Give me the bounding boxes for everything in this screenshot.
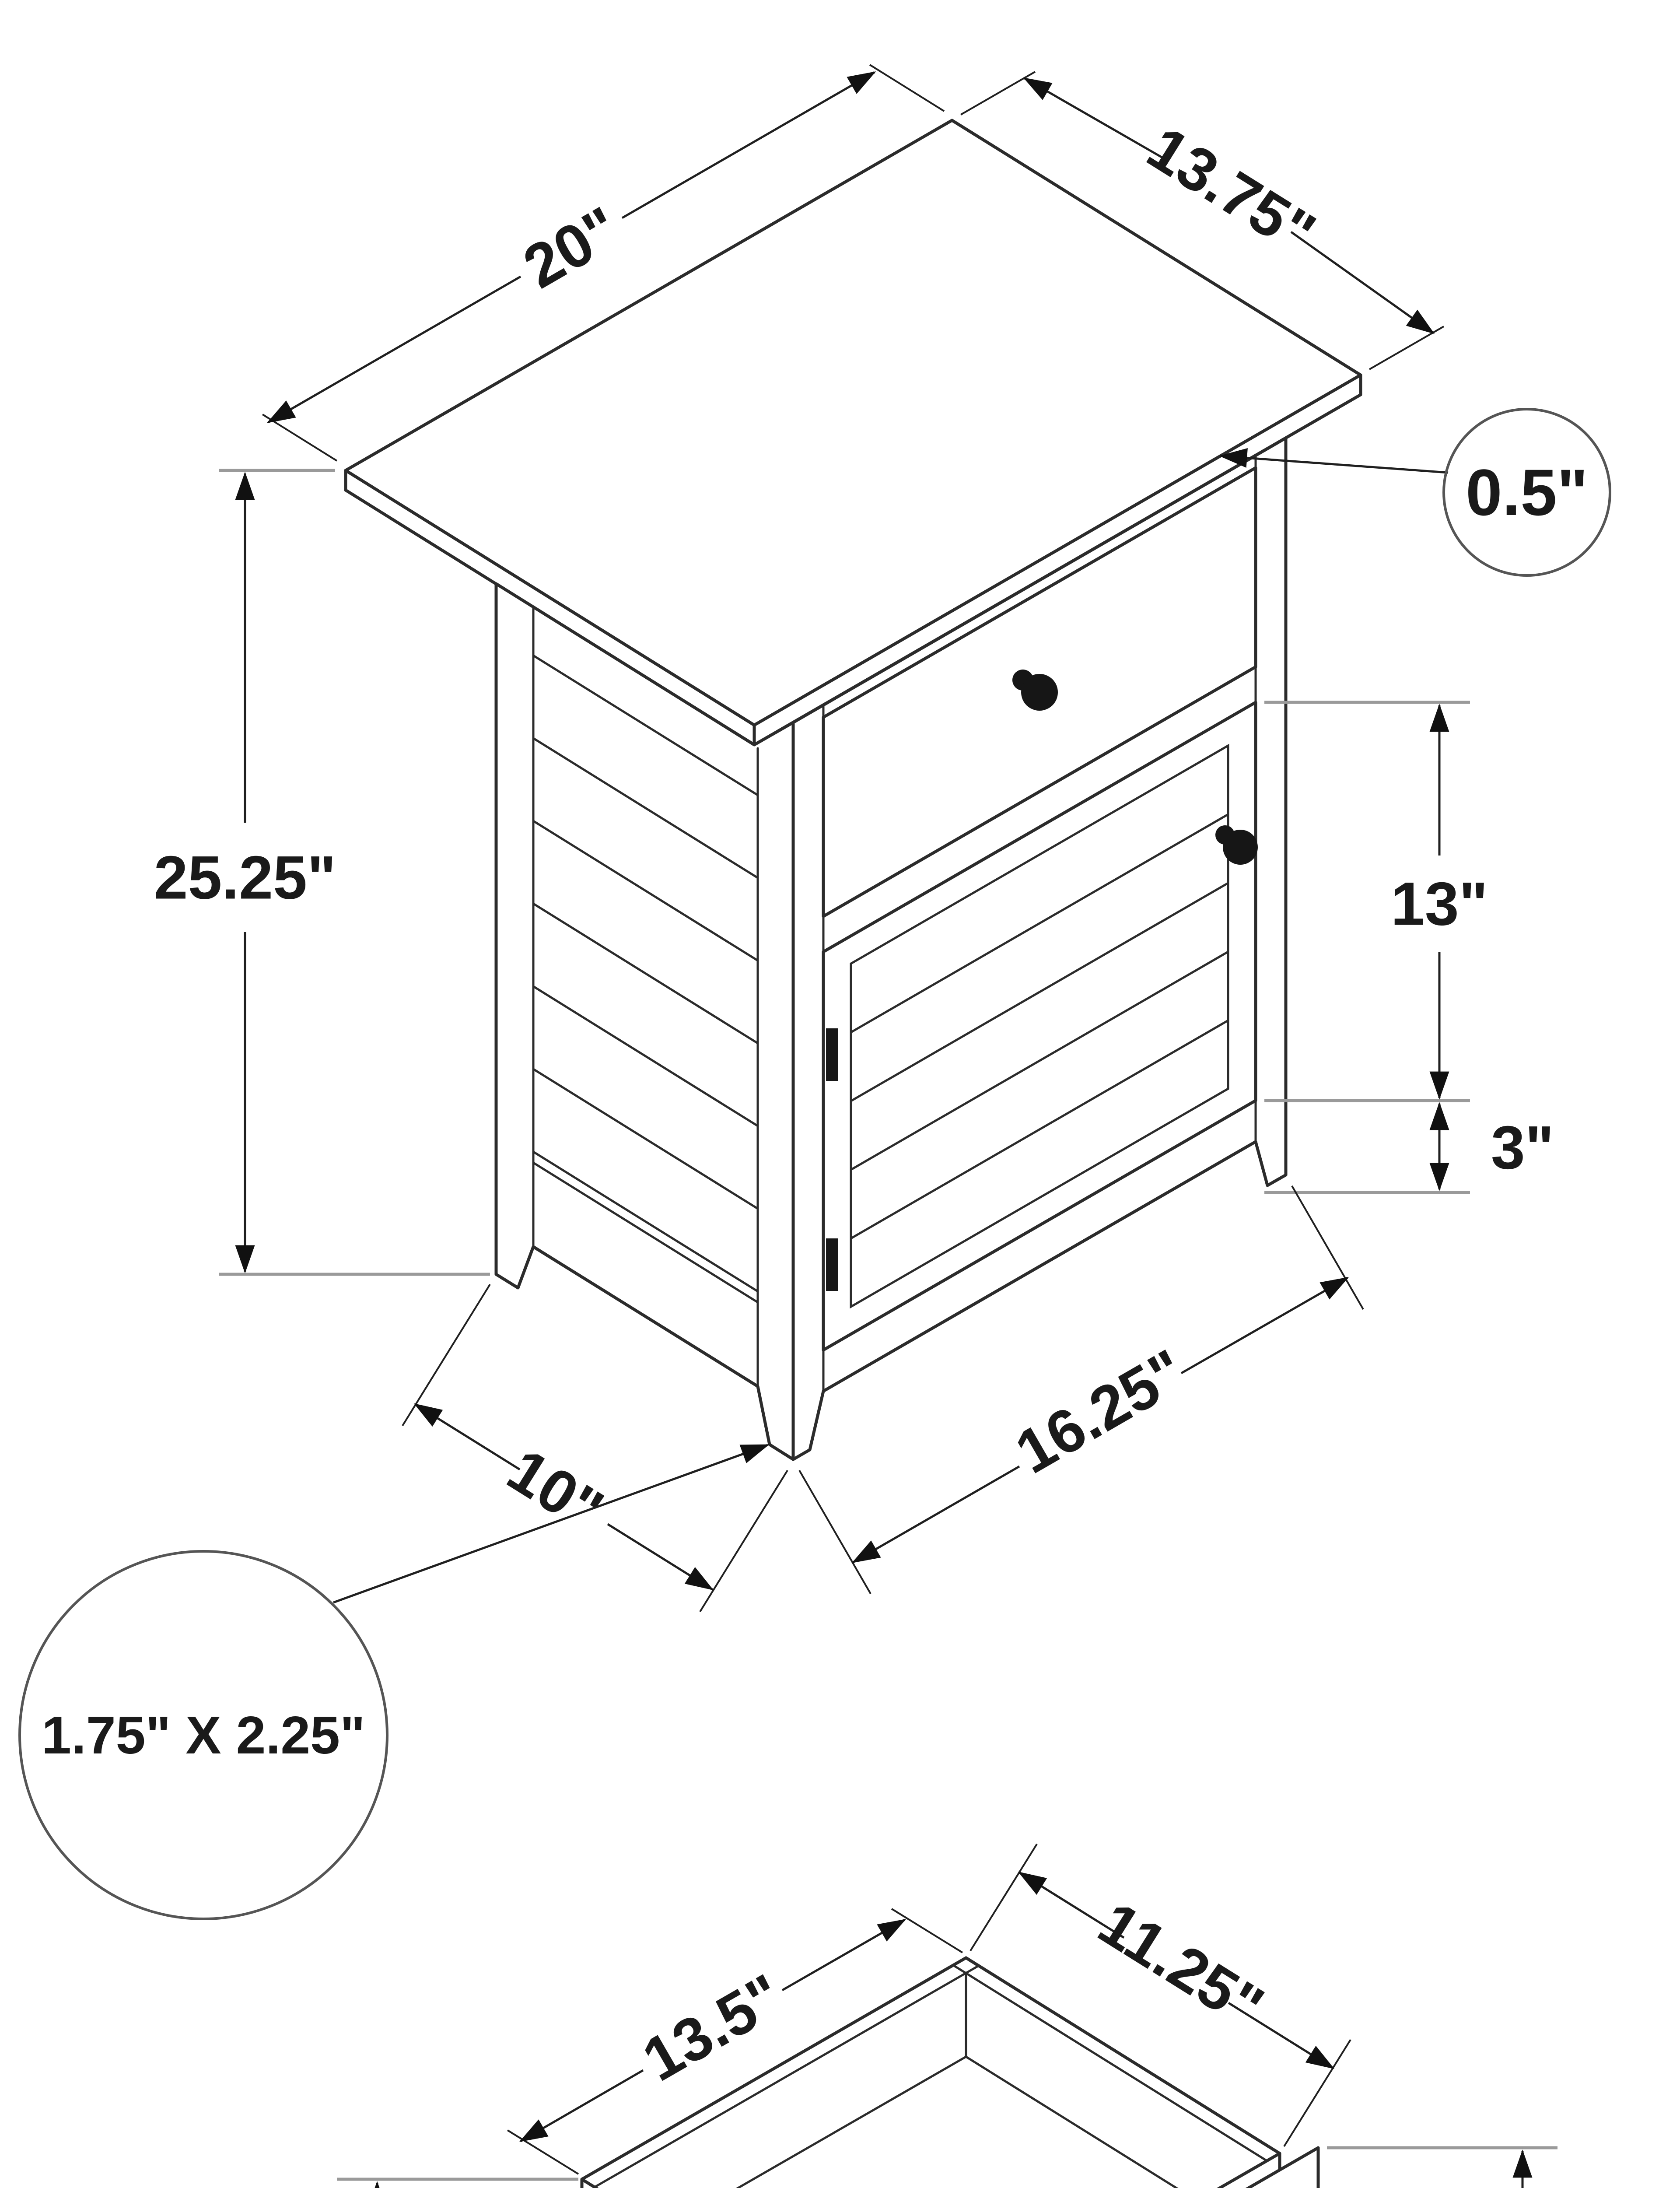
door-inner-frame (850, 743, 1229, 1309)
callout-top-thickness: 0.5" (1219, 408, 1611, 577)
door-slats (850, 813, 1229, 1240)
slat-line (532, 985, 759, 1127)
slat-line (532, 654, 759, 796)
extension-line (960, 71, 1036, 116)
dim-label-side-depth: 10" (496, 1435, 615, 1545)
dim-label-base-clearance: 3" (1491, 1113, 1554, 1182)
rim-front-edge (1216, 2152, 1281, 2188)
callout-leg-section: 1.75" X 2.25" (18, 1444, 770, 1920)
leader-line (1219, 448, 1449, 474)
extension-line (798, 1469, 872, 1595)
drawer-front-panel (1245, 2146, 1320, 2188)
slat-line (850, 950, 1229, 1171)
rim-back-edge (580, 1956, 968, 2181)
dim-label-drawer-inner-depth: 11.25" (1087, 1888, 1275, 2041)
inner-rim-right (952, 1964, 1268, 2162)
extension-line (507, 2129, 579, 2175)
hinge-icon (826, 1238, 838, 1291)
dim-label-overall-height: 25.25" (154, 843, 336, 912)
drawer-knob-icon (1012, 670, 1058, 711)
dim-base-clearance: 3" (1264, 1102, 1554, 1194)
slat-line (532, 820, 759, 962)
leader-line (333, 1444, 770, 1604)
extension-line (869, 64, 945, 112)
slat-line (532, 737, 759, 879)
knob (1223, 830, 1258, 865)
extension-line (1291, 1185, 1364, 1310)
inner-rim-back (593, 1964, 980, 2188)
extension-line (970, 1843, 1038, 1952)
dim-door-height: 13" (1264, 701, 1488, 1102)
door-knob-icon (1215, 825, 1258, 865)
dimension-line (1018, 1871, 1125, 1939)
drawer-floor (735, 2055, 1179, 2188)
dimension-line (851, 1465, 1020, 1564)
callout-circle (18, 1550, 388, 1920)
dim-label-top-depth: 13.75" (1136, 113, 1327, 268)
knob (1021, 674, 1058, 711)
dim-label-leg-section: 1.75" X 2.25" (42, 1705, 365, 1765)
dim-drawer-side-height: 3" (337, 2177, 578, 2188)
hinge-icon (826, 1028, 838, 1081)
dimension-line (1228, 2002, 1335, 2069)
dim-label-drawer-front-height: 4.25" (1527, 2184, 1676, 2188)
dimension-line (413, 1403, 521, 1471)
slat-line (850, 1019, 1229, 1240)
nightstand-drawing: 20" 13.75" 0.5" 25.25" (18, 64, 1611, 1920)
dimension-line (621, 71, 876, 219)
callout-circle (1442, 408, 1611, 577)
dim-label-top-width: 20" (512, 193, 631, 301)
rim-right-edge (964, 1956, 1281, 2155)
drawer-drawing: 13.5" 11.25" 3" 4.25" (337, 1843, 1676, 2188)
dimension-line (781, 1918, 906, 1992)
dim-drawer-inner-width: 13.5" (507, 1908, 963, 2175)
dimension-line (519, 2069, 644, 2142)
drawer-front (822, 466, 1257, 918)
dimension-line (607, 1523, 714, 1591)
side-panel (494, 582, 795, 1461)
dimension-line (1180, 1276, 1349, 1375)
slat-line (532, 902, 759, 1045)
slat-line (532, 1150, 759, 1293)
dim-overall-height: 25.25" (154, 469, 490, 1276)
cabinet-door (822, 701, 1257, 1352)
dimension-line (266, 275, 522, 424)
extension-line (262, 414, 338, 462)
slat-line (532, 1068, 759, 1210)
extension-line (1283, 2039, 1351, 2147)
slat-line (850, 813, 1229, 1034)
bottom-rail (822, 1140, 1257, 1392)
drawer-left-wall (580, 2177, 599, 2188)
dim-drawer-front-height: 4.25" (1327, 2146, 1676, 2188)
drawer-interior (593, 1964, 1268, 2188)
dim-label-door-height: 13" (1391, 870, 1488, 938)
dim-label-front-width: 16.25" (1004, 1336, 1196, 1487)
side-runner-line (532, 1161, 759, 1304)
dimension-line (1023, 77, 1168, 161)
dim-label-top-thickness: 0.5" (1466, 456, 1588, 529)
side-slats (532, 606, 759, 1388)
extension-line (699, 1469, 788, 1613)
tabletop-front-edge (752, 373, 1362, 747)
dim-label-drawer-inner-width: 13.5" (631, 1960, 794, 2094)
dimension-line (1290, 231, 1435, 334)
extension-line (891, 1908, 963, 1953)
slat-line (850, 882, 1229, 1102)
extension-line (402, 1283, 491, 1427)
